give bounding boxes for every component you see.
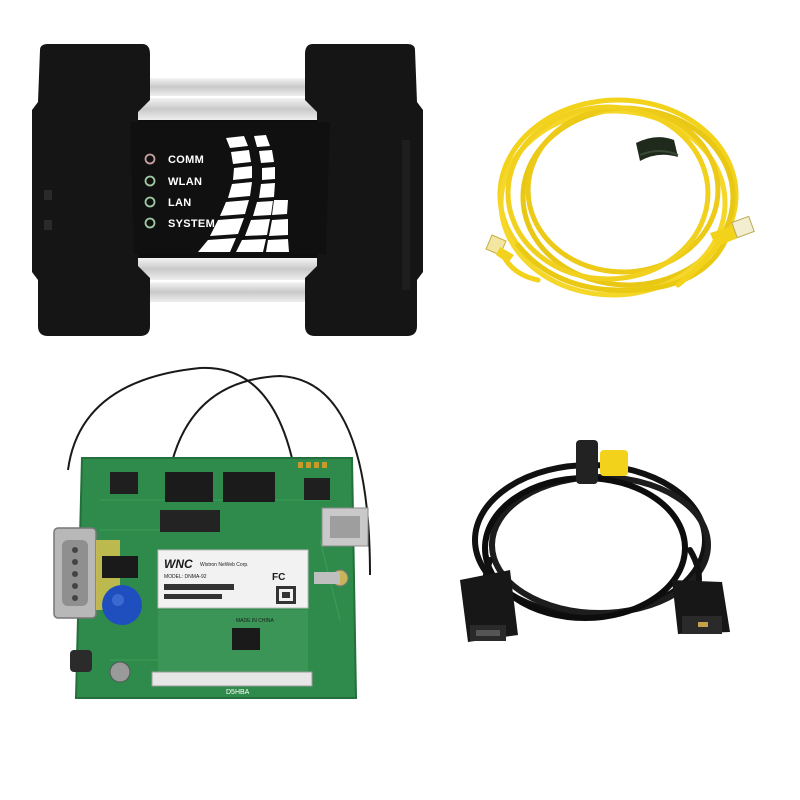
rj45-plug-left-icon [485, 234, 514, 263]
led-lan-icon [144, 196, 156, 208]
yellow-ethernet-cable [478, 85, 778, 320]
diagnostic-interface-device: COMM WLAN LAN SYSTEM [30, 40, 425, 340]
rj45-plug-right-icon [710, 215, 755, 247]
circuit-board: WNC Wistron NeWeb Corp. MODEL: DNMA-92 F… [40, 360, 390, 700]
db15-connector-icon [53, 527, 120, 619]
obd-cable [440, 430, 760, 670]
yellow-cable-illustration [485, 97, 755, 298]
capacitor-icon [102, 585, 142, 625]
cable-strap-icon [576, 440, 628, 484]
road-logo-icon [198, 135, 289, 252]
wifi-module: WNC Wistron NeWeb Corp. MODEL: DNMA-92 F… [157, 549, 309, 609]
obd-connector-right-icon [672, 580, 730, 634]
led-label-lan: LAN [168, 197, 192, 209]
led-system-icon [144, 217, 156, 229]
led-label-comm: COMM [168, 154, 204, 166]
circuit-board-illustration: WNC Wistron NeWeb Corp. MODEL: DNMA-92 F… [53, 366, 371, 699]
led-comm-icon [144, 153, 156, 165]
obd-connector-left-icon [460, 570, 518, 642]
antenna-wires [67, 366, 371, 576]
wifi-module-brand: WNC [164, 557, 193, 571]
led-indicator-group: COMM WLAN LAN SYSTEM [144, 153, 215, 230]
led-wlan-icon [144, 175, 156, 187]
cable-strap-icon [636, 137, 679, 161]
wifi-module-model: MODEL: DNMA-92 [164, 574, 207, 580]
board-silk-label: D5HBA [226, 689, 250, 696]
wifi-module-fcc-mark: FC [272, 572, 285, 583]
wifi-module-origin: MADE IN CHINA [236, 618, 274, 624]
wifi-module-maker: Wistron NeWeb Corp. [200, 562, 249, 568]
device-illustration: COMM WLAN LAN SYSTEM [32, 44, 423, 336]
led-label-wlan: WLAN [168, 176, 202, 188]
led-label-system: SYSTEM [168, 218, 215, 230]
obd-cable-illustration [460, 440, 730, 642]
